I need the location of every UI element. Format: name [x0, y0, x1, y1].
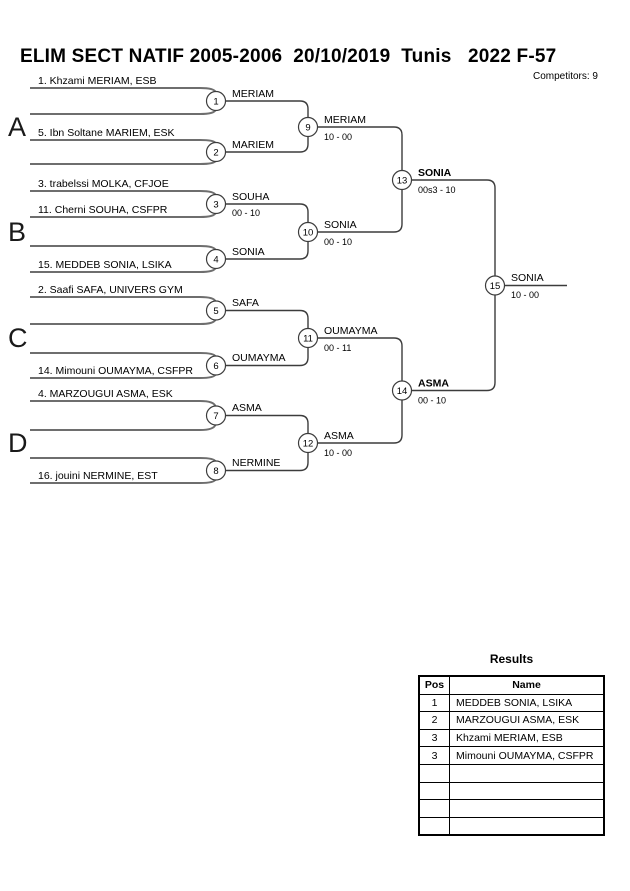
seed-label: 11. Cherni SOUHA, CSFPR	[38, 204, 168, 216]
match-number: 15	[490, 281, 501, 292]
match-number: 4	[213, 255, 218, 266]
seed-label: 15. MEDDEB SONIA, LSIKA	[38, 259, 172, 271]
match-score: 00 - 10	[418, 396, 446, 406]
winner-name: MERIAM	[324, 114, 366, 126]
winner-labels: MERIAM MARIEM SOUHA 00 - 10 SONIA SAFA O…	[232, 88, 544, 469]
match-number: 12	[303, 439, 314, 450]
table-row: 1 MEDDEB SONIA, LSIKA	[418, 693, 605, 713]
table-row-empty	[418, 763, 605, 783]
results-title: Results	[489, 652, 534, 666]
winner-name: OUMAYMA	[324, 325, 377, 337]
match-number: 7	[213, 411, 218, 422]
match-number: 1	[213, 97, 218, 108]
winner-name: SONIA	[511, 272, 544, 284]
match-score: 10 - 00	[324, 448, 352, 458]
match-number: 3	[213, 200, 218, 211]
results-header-row: Pos Name	[418, 675, 605, 695]
seed-label: 1. Khzami MERIAM, ESB	[38, 75, 156, 87]
table-row-empty	[418, 799, 605, 818]
group-label-a: A	[8, 112, 26, 142]
bracket-connectors	[226, 100, 567, 472]
winner-name: OUMAYMA	[232, 352, 285, 364]
table-row: 3 Khzami MERIAM, ESB	[418, 728, 605, 748]
match-number: 13	[397, 176, 408, 187]
match-number: 5	[213, 306, 218, 317]
match-score: 00 - 10	[324, 237, 352, 247]
match-number: 9	[305, 123, 310, 134]
seed-label: 16. jouini NERMINE, EST	[38, 470, 158, 482]
result-pos: 2	[418, 711, 450, 730]
results-col-pos: Pos	[418, 675, 450, 695]
seed-label: 5. Ibn Soltane MARIEM, ESK	[38, 127, 175, 139]
result-pos: 3	[418, 728, 450, 748]
winner-name: ASMA	[232, 402, 262, 414]
page-title: ELIM SECT NATIF 2005-2006 20/10/2019 Tun…	[20, 46, 557, 67]
group-label-b: B	[8, 217, 26, 247]
group-label-c: C	[8, 323, 28, 353]
group-label-d: D	[8, 428, 28, 458]
match-number: 8	[213, 466, 218, 477]
winner-name: SONIA	[324, 219, 357, 231]
seed-label: 3. trabelssi MOLKA, CFJOE	[38, 178, 169, 190]
seed-label: 2. Saafi SAFA, UNIVERS GYM	[38, 284, 183, 296]
winner-name: ASMA	[418, 378, 449, 390]
match-number: 2	[213, 148, 218, 159]
match-score: 10 - 00	[324, 132, 352, 142]
bracket-diagram: A B C D 1. Khzami MERIAM, ESB 5. Ibn Sol…	[8, 75, 567, 484]
table-row: 3 Mimouni OUMAYMA, CSFPR	[418, 746, 605, 765]
winner-name: NERMINE	[232, 457, 280, 469]
result-pos: 1	[418, 693, 450, 713]
table-row-empty	[418, 781, 605, 801]
winner-name: MARIEM	[232, 139, 274, 151]
result-name: Khzami MERIAM, ESB	[449, 728, 605, 748]
match-number: 14	[397, 386, 408, 397]
result-name: MARZOUGUI ASMA, ESK	[449, 711, 605, 730]
match-number: 11	[303, 334, 313, 345]
match-score: 00s3 - 10	[418, 185, 456, 195]
winner-name: SONIA	[418, 167, 452, 179]
match-number: 6	[213, 361, 218, 372]
winner-name: MERIAM	[232, 88, 274, 100]
result-name: Mimouni OUMAYMA, CSFPR	[449, 746, 605, 765]
winner-name: SOUHA	[232, 191, 269, 203]
winner-name: ASMA	[324, 430, 354, 442]
match-number: 10	[303, 228, 314, 239]
match-score: 00 - 10	[232, 208, 260, 218]
winner-name: SAFA	[232, 297, 259, 309]
result-pos: 3	[418, 746, 450, 765]
table-row-empty	[418, 816, 605, 836]
winner-name: SONIA	[232, 246, 265, 258]
results-table: Pos Name 1 MEDDEB SONIA, LSIKA 2 MARZOUG…	[418, 675, 605, 837]
match-score: 00 - 11	[324, 343, 351, 353]
result-name: MEDDEB SONIA, LSIKA	[449, 693, 605, 713]
seed-label: 14. Mimouni OUMAYMA, CSFPR	[38, 365, 193, 377]
results-col-name: Name	[449, 675, 605, 695]
match-score: 10 - 00	[511, 290, 539, 300]
competitors-count: Competitors: 9	[532, 71, 598, 82]
match-circles: 1 2 3 4 5 6 7 8 9 10 11 12 13 14 15	[205, 90, 506, 481]
table-row: 2 MARZOUGUI ASMA, ESK	[418, 711, 605, 730]
seed-label: 4. MARZOUGUI ASMA, ESK	[38, 388, 173, 400]
